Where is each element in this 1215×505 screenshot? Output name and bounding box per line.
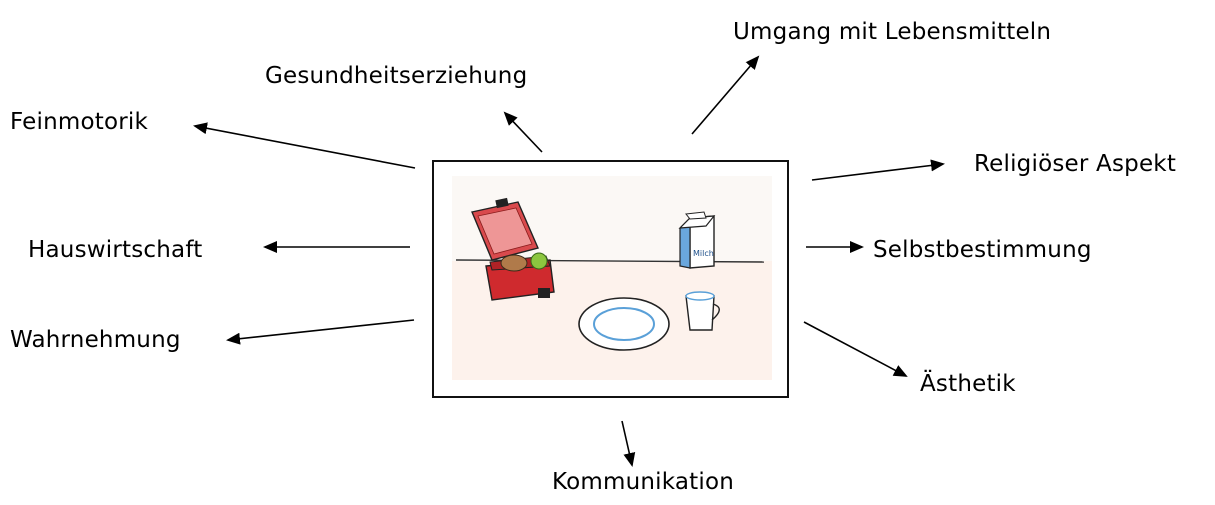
arrow-gesundheit [503,111,543,153]
label-hauswirtschaft: Hauswirtschaft [28,237,203,263]
milk-carton-icon: Milch [678,211,716,269]
label-wahrnehmung: Wahrnehmung [10,327,181,353]
breakfast-drawing: Milch [452,176,772,380]
label-aesthetik: Ästhetik [920,371,1016,397]
label-umgang-mit-lebensmitteln: Umgang mit Lebensmitteln [733,19,1052,45]
arrow-kommunikation [621,420,636,467]
milk-carton-label: Milch [693,249,714,258]
label-religioeser-aspekt: Religiöser Aspekt [974,151,1177,177]
label-feinmotorik: Feinmotorik [10,109,149,135]
plate-icon [578,297,670,351]
arrow-religioes [811,159,945,181]
arrow-umgang [691,55,760,135]
lunchbox-icon [471,197,555,301]
label-kommunikation: Kommunikation [552,469,735,495]
label-gesundheitserziehung: Gesundheitserziehung [265,63,528,89]
arrow-feinmotorik [193,122,416,169]
arrow-wahrnehmung [226,319,415,345]
label-selbstbestimmung: Selbstbestimmung [873,237,1092,263]
cup-icon [685,291,720,331]
arrow-aesthetik [803,321,908,377]
center-image-frame: Milch [432,160,789,398]
